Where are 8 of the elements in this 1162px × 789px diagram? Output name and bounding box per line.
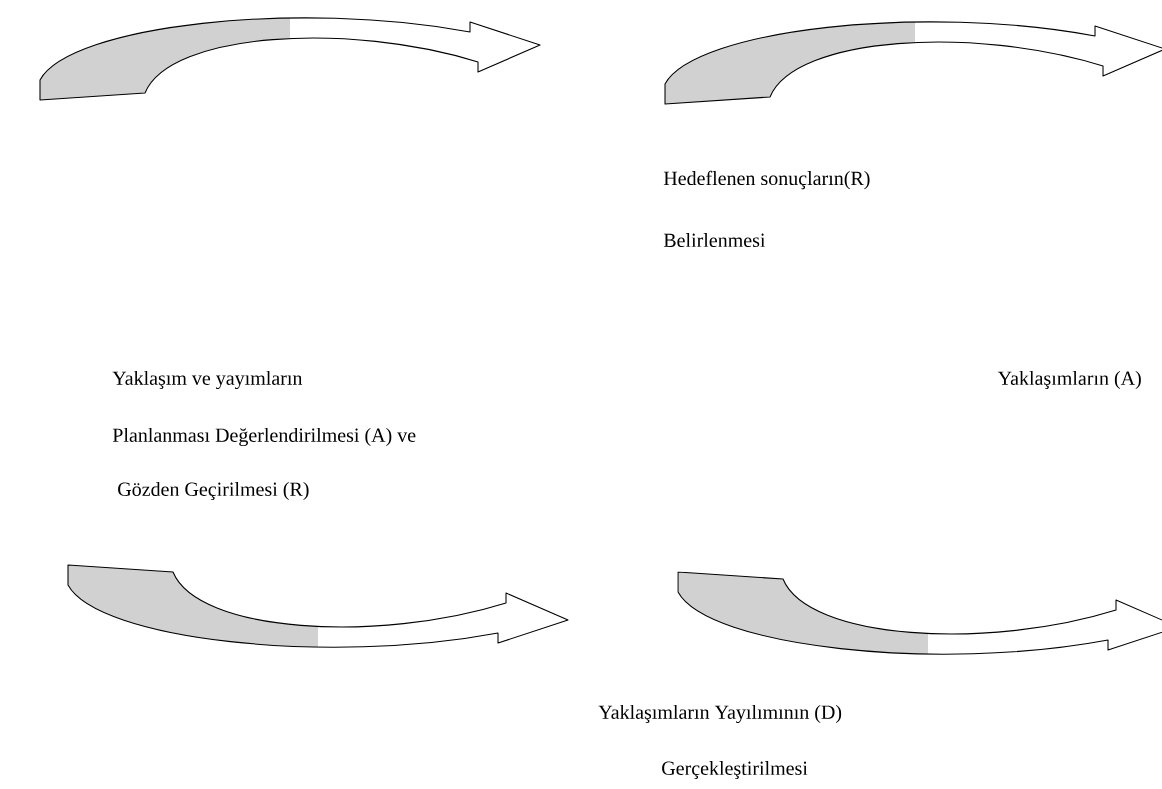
label-text: Gerçekleştirilmesi: [662, 760, 808, 780]
label-text: Yaklaşım ve yayımların: [112, 370, 303, 390]
label-text: Belirlenmesi: [663, 233, 766, 248]
label-text: Gözden Geçirilmesi (R): [118, 481, 309, 501]
label-text: Yaklaşımların Yayılımının (D): [598, 704, 842, 724]
label-text: Yaklaşımların (A): [997, 370, 1141, 390]
label-text: Hedeflenen sonuçların(R): [663, 170, 870, 190]
label-text: Planlanması Değerlendirilmesi (A) ve: [112, 427, 416, 447]
